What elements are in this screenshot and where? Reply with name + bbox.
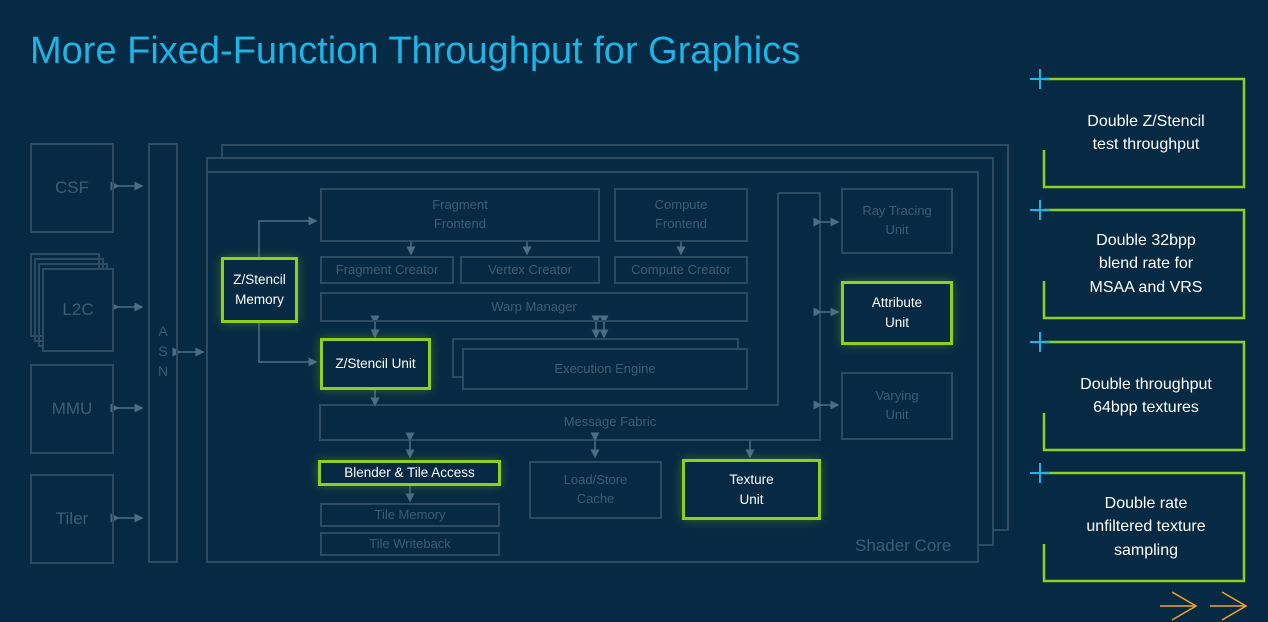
ray-tracing-unit-label: Ray Tracing Unit	[862, 203, 932, 237]
warp-manager-label: Warp Manager	[491, 298, 577, 314]
message-fabric-label: Message Fabric	[563, 414, 657, 429]
csf-block: CSF	[30, 143, 114, 233]
fragment-creator-block: Fragment Creator	[320, 256, 454, 284]
fragment-creator-label: Fragment Creator	[335, 261, 439, 277]
load-store-cache-block: Load/Store Cache	[529, 461, 662, 519]
zstencil-unit-label: Z/Stencil Unit	[335, 356, 416, 372]
asn-letter-n: N	[157, 363, 169, 379]
callout-blend-rate: Double 32bpp blend rate for MSAA and VRS	[1044, 210, 1244, 318]
slide-title: More Fixed-Function Throughput for Graph…	[30, 30, 801, 72]
asn-bus: A S N	[148, 143, 178, 563]
plus-icon	[1030, 200, 1050, 220]
tile-memory-label: Tile Memory	[374, 506, 446, 522]
plus-icon	[1030, 69, 1050, 89]
callout-unfiltered-sampling: Double rate unfiltered texture sampling	[1044, 473, 1244, 581]
tile-memory-block: Tile Memory	[320, 503, 500, 527]
zstencil-memory-block: Z/Stencil Memory	[221, 257, 298, 323]
callout-64bpp-textures-text: Double throughput 64bpp textures	[1080, 375, 1212, 416]
compute-creator-label: Compute Creator	[631, 261, 731, 277]
l2c-block: L2C	[42, 268, 114, 352]
ray-tracing-unit-block: Ray Tracing Unit	[841, 188, 953, 254]
blender-tile-access-label: Blender & Tile Access	[344, 465, 475, 481]
fragment-frontend-label: Fragment Frontend	[432, 197, 488, 231]
zstencil-memory-label: Z/Stencil Memory	[233, 272, 286, 307]
execution-engine-block: Execution Engine	[462, 348, 748, 390]
shader-core-label: Shader Core	[855, 536, 952, 555]
plus-icon	[1030, 463, 1050, 483]
zstencil-unit-block: Z/Stencil Unit	[320, 338, 431, 390]
load-store-cache-label: Load/Store Cache	[563, 472, 628, 506]
asn-letter-s: S	[158, 343, 168, 359]
tiler-block: Tiler	[30, 474, 114, 564]
varying-unit-label: Varying Unit	[875, 388, 919, 422]
l2c-label: L2C	[62, 299, 94, 319]
plus-icon	[1030, 332, 1050, 352]
vertex-creator-block: Vertex Creator	[460, 256, 600, 284]
attribute-unit-block: Attribute Unit	[841, 281, 953, 345]
fragment-frontend-block: Fragment Frontend	[320, 188, 600, 242]
callout-unfiltered-sampling-text: Double rate unfiltered texture sampling	[1086, 495, 1206, 559]
compute-frontend-block: Compute Frontend	[614, 188, 748, 242]
blender-tile-access-block: Blender & Tile Access	[318, 460, 501, 486]
texture-unit-block: Texture Unit	[682, 459, 821, 520]
asn-letter-a: A	[158, 323, 168, 339]
warp-manager-block: Warp Manager	[320, 292, 748, 322]
callout-blend-rate-text: Double 32bpp blend rate for MSAA and VRS	[1089, 232, 1203, 296]
tile-writeback-label: Tile Writeback	[369, 535, 451, 551]
varying-unit-block: Varying Unit	[841, 372, 953, 440]
callout-64bpp-textures: Double throughput 64bpp textures	[1044, 342, 1244, 450]
mmu-block: MMU	[30, 364, 114, 454]
attribute-unit-label: Attribute Unit	[871, 295, 923, 330]
csf-label: CSF	[55, 177, 89, 197]
texture-unit-label: Texture Unit	[729, 471, 774, 507]
tiler-label: Tiler	[55, 508, 89, 528]
tile-writeback-block: Tile Writeback	[320, 532, 500, 556]
mmu-label: MMU	[51, 398, 93, 418]
callout-zstencil: Double Z/Stencil test throughput	[1044, 79, 1244, 187]
execution-engine-label: Execution Engine	[554, 360, 656, 376]
compute-creator-block: Compute Creator	[614, 256, 748, 284]
compute-frontend-label: Compute Frontend	[654, 197, 708, 231]
vertex-creator-label: Vertex Creator	[488, 261, 572, 277]
callout-zstencil-text: Double Z/Stencil test throughput	[1087, 112, 1205, 153]
